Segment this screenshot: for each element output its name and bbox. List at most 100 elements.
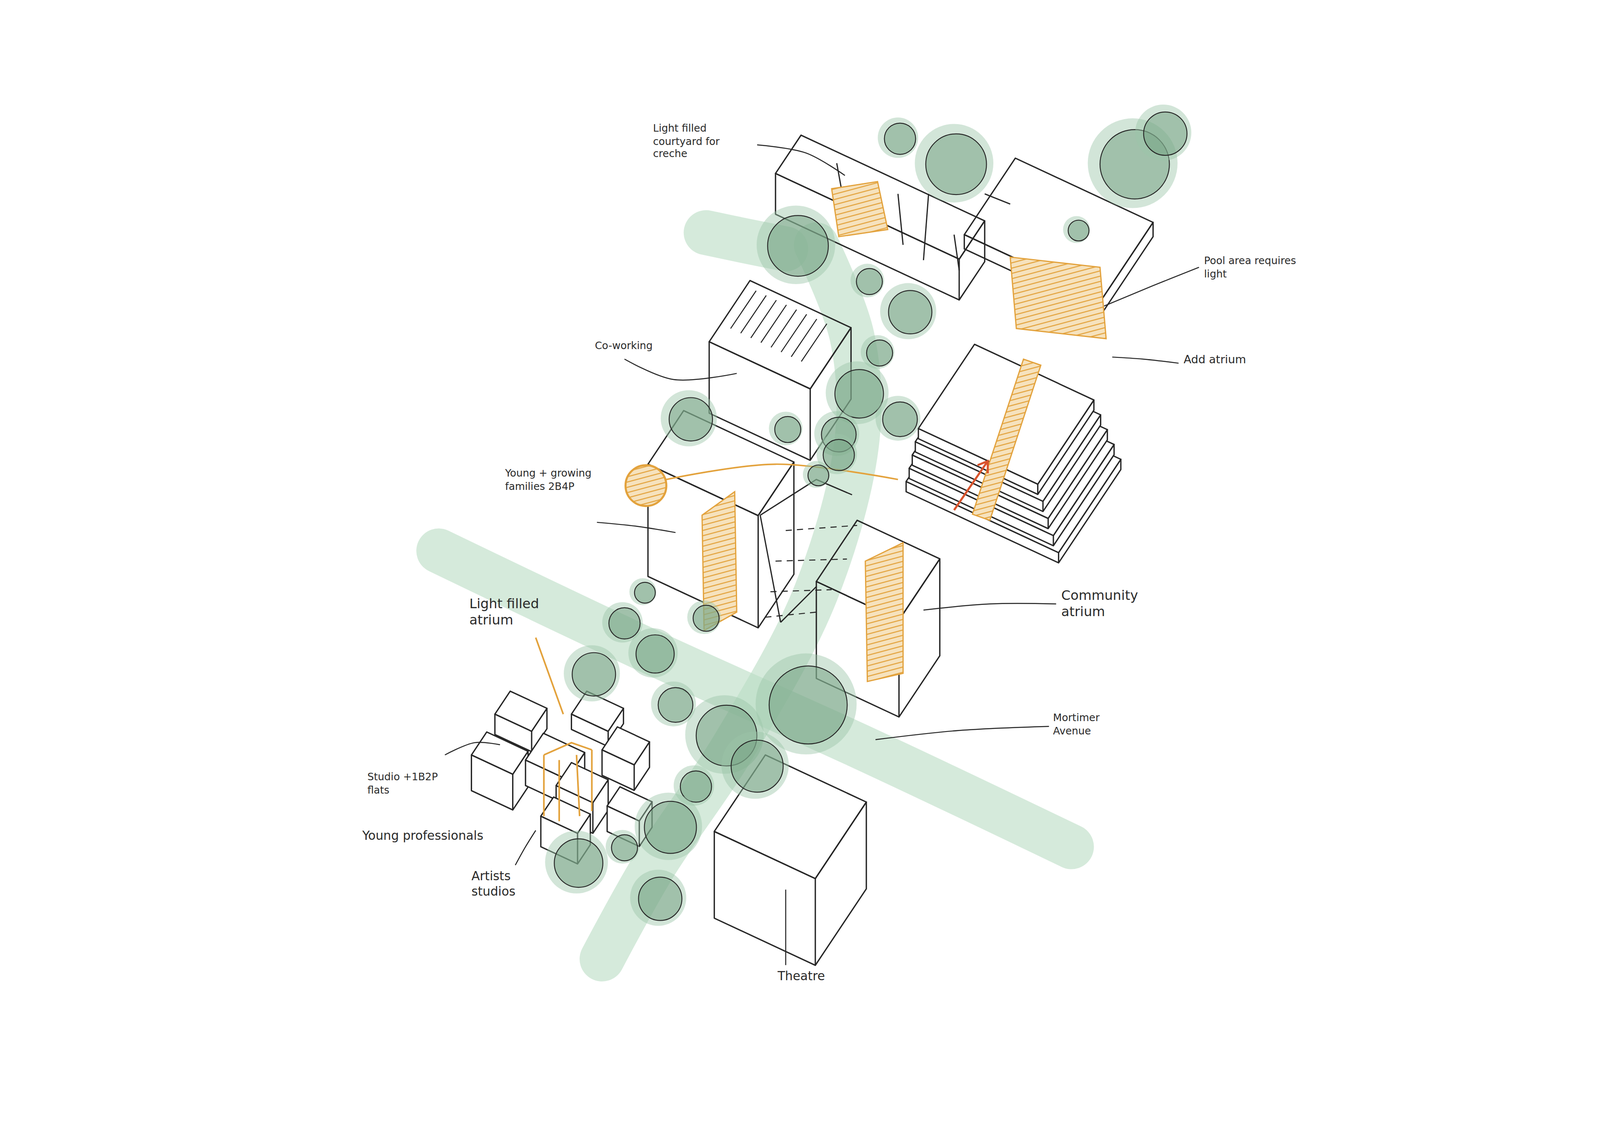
tree-canopy [875, 395, 921, 441]
tree-canopy [563, 645, 620, 702]
tree-canopy [880, 283, 937, 340]
leader-line [1112, 357, 1179, 364]
tree-canopy [545, 830, 608, 894]
building-roof [471, 732, 528, 775]
red-arrow [954, 461, 988, 511]
tree-canopy-core [856, 268, 883, 295]
building-roof [540, 797, 591, 834]
tree-canopy-core [1143, 112, 1188, 156]
tree-canopy [634, 792, 703, 861]
building-edge [1052, 535, 1055, 546]
light-areas [535, 181, 1107, 822]
tree-canopy [1062, 216, 1090, 244]
annotation-label: Theatre [777, 969, 849, 985]
movement-arrow [785, 525, 858, 531]
leader-line [515, 830, 536, 865]
tree-canopy [687, 600, 721, 635]
atrium-hatch [1010, 257, 1107, 339]
tree-canopy [605, 830, 640, 864]
tree-canopy-core [835, 369, 884, 419]
tree-canopy [629, 578, 657, 606]
tree-canopy [721, 731, 789, 800]
building-edge [512, 774, 514, 811]
building-roof [709, 280, 851, 389]
annotation-label: Pool area requires light [1204, 255, 1317, 281]
tree-canopy-core [572, 652, 616, 697]
tree-canopy-core [554, 839, 603, 888]
trees [545, 104, 1192, 926]
building-edge [1042, 501, 1044, 512]
tree-canopy-core [669, 397, 713, 441]
leader-line [1104, 267, 1200, 307]
leader-line [445, 742, 500, 755]
stair-mark [740, 295, 767, 334]
leader-lines [445, 145, 1200, 966]
building-roof [495, 691, 548, 732]
leader-line [597, 522, 676, 533]
tree-canopy-core [644, 801, 697, 854]
leader-line [923, 603, 1056, 611]
green-corridors [438, 232, 1072, 960]
annotation-label: Light filled atrium [469, 595, 574, 630]
building-roof [602, 727, 650, 765]
movement-arrow [770, 590, 832, 593]
stair-mark [801, 323, 827, 362]
green-corridor [602, 245, 860, 960]
leader-line [624, 359, 737, 380]
building-block [471, 732, 528, 810]
movement-arrow [775, 559, 847, 562]
sketch-line [897, 193, 903, 245]
annotation-label: Mortimer Avenue [1052, 712, 1130, 738]
leader-line [785, 890, 787, 966]
stair-mark [770, 309, 797, 348]
tree-canopy [628, 628, 678, 678]
annotation-label: Artists studios [471, 869, 533, 900]
tree-canopy-core [658, 687, 693, 723]
tree-canopy-core [925, 133, 987, 195]
sun-line [666, 464, 898, 480]
tree-canopy-core [635, 635, 675, 674]
tree-canopy [877, 117, 919, 158]
annotation-label: Young + growing families 2B4P [505, 467, 613, 493]
building-edge [809, 389, 811, 461]
annotation-label: Co-working [595, 340, 687, 353]
building-edge [633, 765, 635, 791]
building-edge [1037, 484, 1039, 495]
tree-canopy-core [692, 605, 719, 632]
atrium-hatch [972, 359, 1041, 521]
atrium-hatch [865, 542, 904, 682]
tree-canopy-core [611, 835, 638, 861]
tree-canopy-core [767, 215, 829, 277]
building-edge [757, 515, 759, 628]
building-edge [814, 878, 816, 966]
stair-mark [781, 314, 807, 353]
building-edge [1047, 518, 1049, 529]
tree-canopy-core [884, 123, 916, 155]
tree-canopy-core [769, 666, 848, 745]
tree-canopy-core [634, 582, 656, 604]
buildings [471, 135, 1153, 966]
annotation-label: Community atrium [1061, 587, 1164, 622]
building-roof [556, 762, 609, 803]
atrium-hatch [831, 181, 888, 237]
leader-line [875, 726, 1049, 740]
annotation-label: Light filled courtyard for creche [652, 122, 755, 161]
building-side [714, 802, 867, 966]
tree-canopy-core [774, 416, 801, 443]
stair-mark [730, 290, 756, 329]
tree-canopy-core [823, 439, 855, 471]
leader-line [757, 145, 845, 176]
building-edge [530, 731, 533, 752]
tree-canopy-core [1068, 220, 1090, 241]
tree-canopy-core [638, 877, 682, 921]
stair-mark [760, 305, 787, 343]
tree-canopy-core [807, 465, 829, 486]
stair-mark [750, 300, 777, 339]
tree-canopy [630, 870, 687, 927]
tree-canopy [756, 205, 836, 285]
tree-canopy-core [731, 740, 784, 793]
tree-canopy-core [882, 402, 918, 437]
tree-canopy [802, 460, 830, 488]
